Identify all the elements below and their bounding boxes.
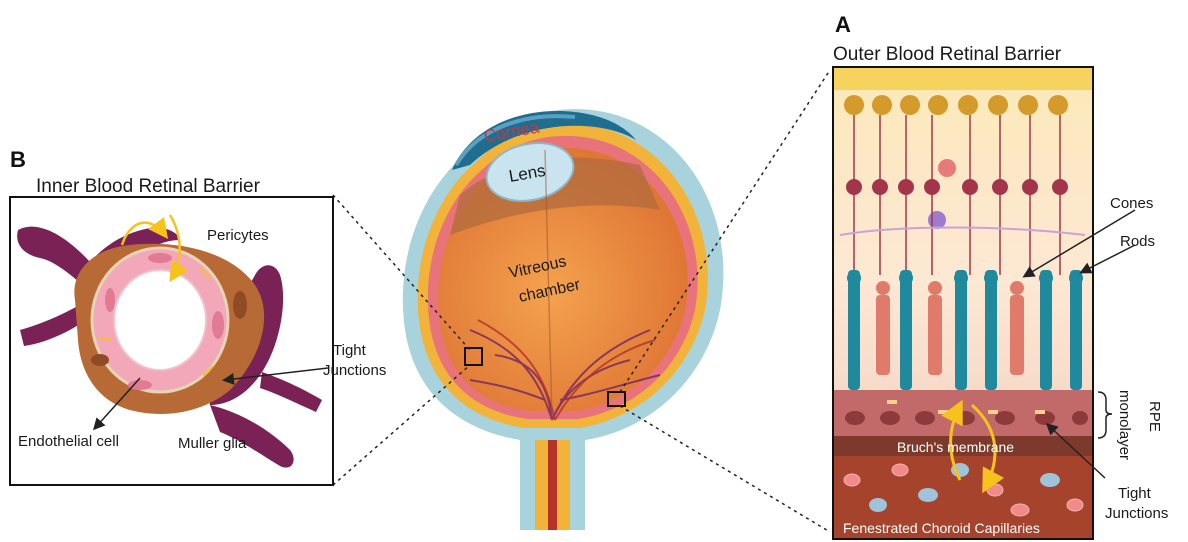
rpe-bracket <box>1098 392 1112 438</box>
panel-a: A Outer Blood Retinal Barrier <box>833 12 1168 539</box>
cones-label: Cones <box>1110 195 1153 212</box>
panel-b-title: Inner Blood Retinal Barrier <box>36 176 261 197</box>
rpe-label-1: RPE <box>1146 401 1163 432</box>
muller-glia-label: Muller glia <box>178 435 247 452</box>
tight-junctions-label-a-2: Junctions <box>1105 505 1168 522</box>
eye-illustration: Cornea Lens Vitreous chamber <box>403 109 724 530</box>
vessel-lumen <box>114 270 206 370</box>
rods-label: Rods <box>1120 233 1155 250</box>
endothelial-label: Endothelial cell <box>18 433 119 450</box>
panel-b-letter: B <box>10 147 26 172</box>
rpe-label-2: monolayer <box>1116 390 1133 460</box>
panel-b: B Inner Blood Retinal Barrier <box>10 147 386 485</box>
pericytes-label: Pericytes <box>207 227 269 244</box>
tight-junctions-label-b-2: Junctions <box>323 362 386 379</box>
tight-junctions-label-a-1: Tight <box>1118 485 1152 502</box>
bruchs-label: Bruch's membrane <box>897 439 1014 455</box>
panel-a-letter: A <box>835 12 851 37</box>
tight-junctions-label-b-1: Tight <box>333 342 367 359</box>
panel-a-title: Outer Blood Retinal Barrier <box>833 44 1062 65</box>
choroid-label: Fenestrated Choroid Capillaries <box>843 520 1040 536</box>
